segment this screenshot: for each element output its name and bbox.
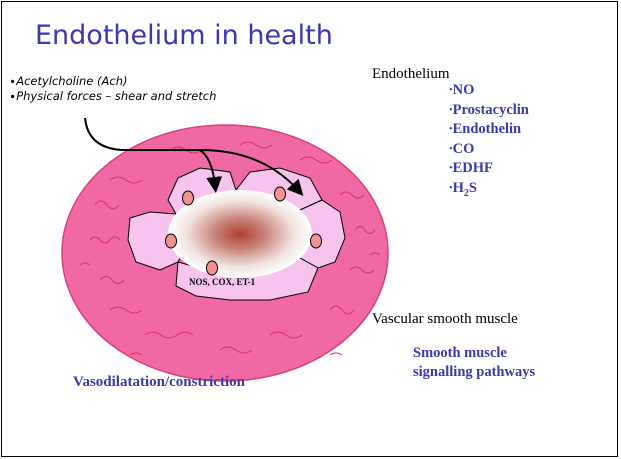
smooth-muscle-line-2: signalling pathways <box>413 363 535 382</box>
h2s-suffix: S <box>469 180 477 196</box>
nucleus-2 <box>275 187 286 201</box>
mediator-h2s: ∙H2S <box>449 179 529 203</box>
nucleus-1 <box>183 191 194 205</box>
mediator-no: ∙NO <box>449 81 529 101</box>
mediator-endothelin: ∙Endothelin <box>449 120 529 140</box>
enzymes-label: NOS, COX, ET-1 <box>189 277 255 287</box>
nucleus-5 <box>207 261 218 275</box>
smooth-muscle-pathways: Smooth muscle signalling pathways <box>413 344 535 382</box>
endothelium-label: Endothelium <box>372 66 450 83</box>
mediator-list: ∙NO ∙Prostacyclin ∙Endothelin ∙CO ∙EDHF … <box>449 81 529 203</box>
vascular-smooth-muscle-label: Vascular smooth muscle <box>372 311 518 328</box>
nucleus-4 <box>311 234 322 248</box>
nucleus-3 <box>166 234 177 248</box>
h2s-prefix: ∙H <box>449 180 464 196</box>
mediator-co: ∙CO <box>449 140 529 160</box>
mediator-edhf: ∙EDHF <box>449 159 529 179</box>
smooth-muscle-line-1: Smooth muscle <box>413 344 535 363</box>
vasodilatation-label: Vasodilatation/constriction <box>73 374 245 391</box>
mediator-prostacyclin: ∙Prostacyclin <box>449 101 529 121</box>
